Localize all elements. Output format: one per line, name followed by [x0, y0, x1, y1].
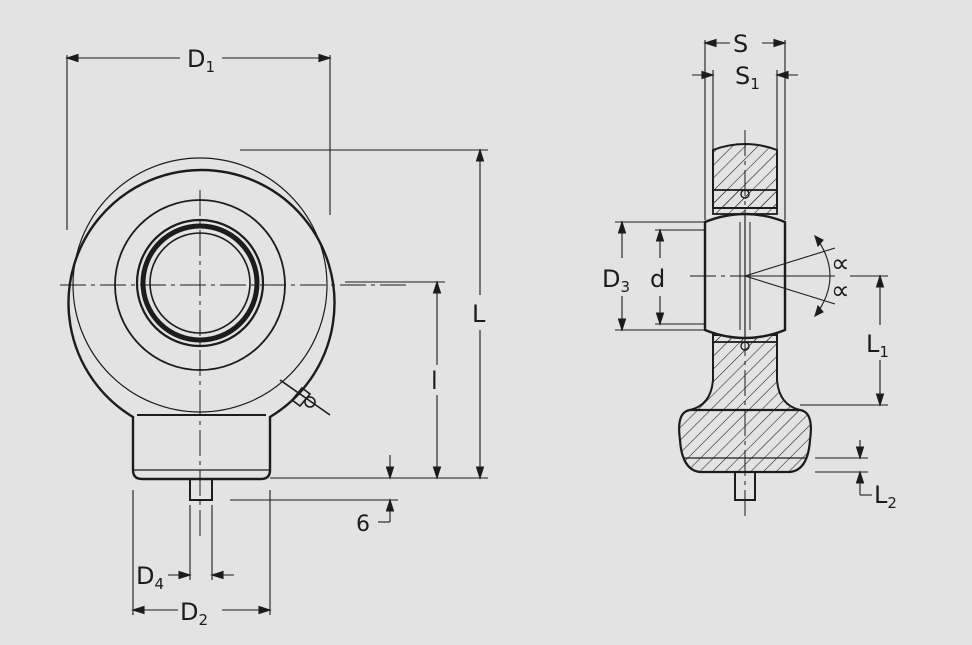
label-alpha-lower: ∝	[831, 276, 850, 306]
front-centerlines	[60, 190, 410, 540]
front-dimensions	[65, 53, 488, 615]
label-D4: D4	[136, 562, 164, 593]
label-l: l	[431, 367, 438, 395]
lubrication-nipple	[279, 379, 331, 416]
label-alpha-upper: ∝	[831, 249, 850, 279]
grease-stub	[189, 479, 213, 501]
label-S1: S1	[735, 62, 760, 93]
label-D2: D2	[180, 598, 208, 629]
label-D1: D1	[187, 45, 215, 76]
label-S: S	[733, 30, 748, 58]
label-L1: L1	[866, 330, 889, 361]
dimension-labels: D1 L l 6 D4 D2 S S1 D3 d ∝ ∝ L1 L2	[136, 30, 897, 629]
tilt-angle-indicator	[744, 234, 836, 318]
bore-outer-circle	[140, 223, 260, 343]
label-d: d	[650, 265, 665, 293]
label-L: L	[472, 300, 486, 328]
housing-outline	[67, 168, 336, 481]
label-6: 6	[356, 512, 370, 537]
label-L2: L2	[874, 481, 897, 512]
side-dimensions	[615, 38, 888, 496]
front-view	[67, 157, 336, 501]
label-D3: D3	[602, 265, 630, 296]
bearing-inner-ring	[135, 218, 265, 348]
